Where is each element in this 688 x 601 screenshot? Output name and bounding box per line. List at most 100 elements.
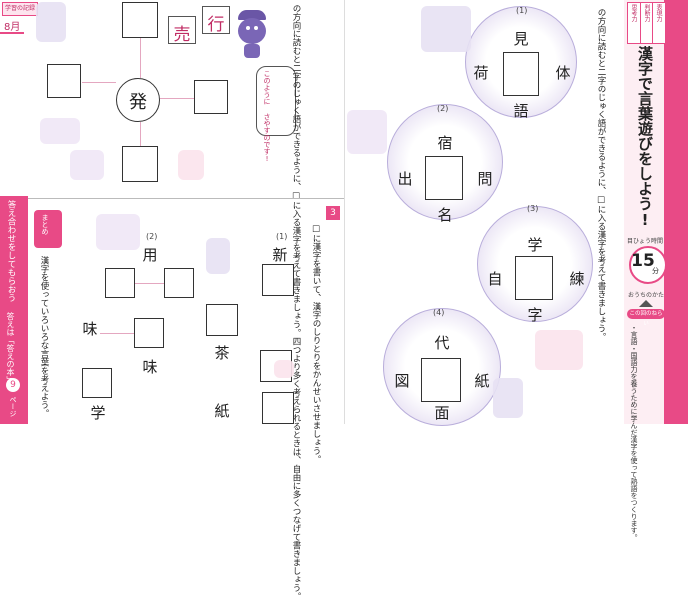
connector-line — [100, 333, 134, 334]
left-page: 学習の記録 8月 発 売 行 このように さやすのです! の方向に読むと二字のじ… — [0, 0, 344, 601]
answer-box[interactable] — [105, 268, 135, 298]
answer-box[interactable] — [503, 52, 539, 96]
puzzle-3-left: 自 — [487, 270, 503, 288]
chain-1-end: 紙 — [214, 402, 230, 420]
puzzle-2-right: 問 — [477, 170, 493, 188]
center-kanji: 発 — [129, 92, 147, 113]
answer-box[interactable] — [515, 256, 553, 300]
illustration-teacup — [274, 360, 294, 378]
answer-box[interactable] — [122, 146, 158, 182]
puzzle-2-top: 宿 — [437, 134, 453, 152]
skill-tag-expression — [652, 2, 666, 44]
skill-tag-expression-text: 表現力 — [655, 4, 662, 22]
illustration-books — [493, 378, 523, 418]
chain-2-mid-right: 味 — [142, 358, 158, 376]
title-stripe — [664, 0, 688, 424]
puzzle-3-bottom: 字 — [527, 306, 543, 324]
center-circle — [116, 78, 160, 122]
goal-time-unit: 分 — [652, 267, 659, 275]
speech-bubble-text: このように さやすのです! — [263, 70, 271, 163]
chain-2-number: (2) — [146, 232, 158, 241]
connector-line — [82, 82, 116, 83]
hint-text: 漢字を使っていろいろな言葉を考えよう。 — [39, 256, 49, 418]
answer-box[interactable] — [425, 156, 463, 200]
illustration-grandma — [178, 150, 204, 180]
goal-time-value: 15 — [631, 251, 655, 271]
chain-2-bottom: 学 — [90, 404, 106, 422]
answer-page-number: 9 — [6, 378, 20, 392]
answer-box[interactable] — [122, 2, 158, 38]
illustration-girl-writing — [535, 330, 583, 370]
section-3-instruction: □に漢字を書いて、漢字のしりとりをかんせいさせましょう。 — [311, 224, 321, 464]
puzzle-1-bottom: 語 — [513, 102, 529, 120]
answer-page-suffix: ページ — [9, 396, 17, 417]
parent-note-text: ・言語・国語力を養うために学んだ漢字を使って熟語をつくります。 — [630, 324, 638, 541]
puzzle-1-left: 荷 — [473, 64, 489, 82]
answer-box[interactable] — [134, 318, 164, 348]
connector-line — [140, 38, 141, 78]
illustration-gifts — [421, 6, 471, 52]
answer-box[interactable] — [82, 368, 112, 398]
skill-tag-judgment-text: 判断力 — [643, 4, 650, 22]
answer-box[interactable] — [194, 80, 228, 114]
answer-box[interactable] — [206, 304, 238, 336]
chain-1-number: (1) — [276, 232, 288, 241]
chain-2-mid-left: 味 — [82, 320, 98, 338]
example-tag-sell — [168, 16, 196, 44]
answer-sidebar-text: 答え合わせをしてもらおう — [6, 200, 16, 302]
puzzle-2-number: (2) — [437, 104, 449, 113]
mascot-character — [232, 10, 272, 60]
page-title: 漢字で言葉遊びをしよう! — [636, 46, 654, 229]
answer-box[interactable] — [262, 392, 294, 424]
puzzle-4-right: 紙 — [474, 372, 490, 390]
illustration-boy-writing — [347, 110, 387, 154]
section-divider — [24, 198, 344, 199]
puzzle-3-right: 練 — [569, 270, 585, 288]
puzzle-4-left: 図 — [394, 372, 410, 390]
puzzle-1-right: 体 — [555, 64, 571, 82]
connector-line — [135, 283, 164, 284]
goal-time-badge — [629, 246, 667, 284]
instruction-text: の方向に読むと二字のじゅく語ができるように、□に入る漢字を考えて書きましょう。 — [596, 8, 606, 341]
parent-note-badge: この回のねらい — [627, 309, 665, 327]
answer-box[interactable] — [262, 264, 294, 296]
instruction-text-2: の方向に読むと二字のじゅく語ができるように、□に入る漢字を考えて書きましょう。四… — [291, 4, 301, 601]
section-3-number: 3 — [326, 206, 340, 220]
answer-box[interactable] — [164, 268, 194, 298]
chain-2-start: 用 — [142, 246, 158, 264]
puzzle-2-left: 出 — [397, 170, 413, 188]
study-record-label: 学習の記録 — [2, 2, 38, 16]
hint-badge — [34, 210, 62, 248]
puzzle-1-top: 見 — [513, 30, 529, 48]
chain-1-mid: 茶 — [214, 344, 230, 362]
puzzle-2-bottom: 名 — [437, 206, 453, 224]
puzzle-3-number: (3) — [527, 204, 539, 213]
header-rule — [0, 32, 24, 34]
speech-bubble — [256, 66, 296, 136]
connector-line — [160, 98, 194, 99]
chain-1-start: 新 — [272, 246, 288, 264]
puzzle-4-number: (4) — [433, 308, 445, 317]
connector-line — [140, 122, 141, 146]
illustration-dancer — [36, 2, 66, 42]
goal-time-label: 目ひょう時間 — [627, 238, 664, 245]
example-kanji-go: 行 — [207, 15, 225, 35]
puzzle-3-top: 学 — [527, 236, 543, 254]
illustration-shop — [70, 150, 104, 180]
hint-badge-text: まとめ — [41, 214, 49, 235]
illustration-snack — [206, 238, 230, 274]
example-kanji-sell: 売 — [173, 25, 191, 45]
right-page: の方向に読むと二字のじゅく語ができるように、□に入る漢字を考えて書きましょう。 … — [345, 0, 688, 541]
house-icon — [639, 300, 653, 307]
skill-tag-thinking-text: 思考力 — [630, 4, 637, 22]
answer-box[interactable] — [47, 64, 81, 98]
puzzle-4-bottom: 面 — [434, 404, 450, 422]
illustration-kids — [96, 214, 140, 250]
illustration-car — [40, 118, 80, 144]
puzzle-4-top: 代 — [434, 334, 450, 352]
example-tag-go — [202, 6, 230, 34]
answer-box[interactable] — [421, 358, 461, 402]
answer-reference: 答えは「答えの本」 — [6, 312, 15, 384]
puzzle-1-number: (1) — [516, 6, 528, 15]
month-label: 8月 — [4, 22, 21, 33]
